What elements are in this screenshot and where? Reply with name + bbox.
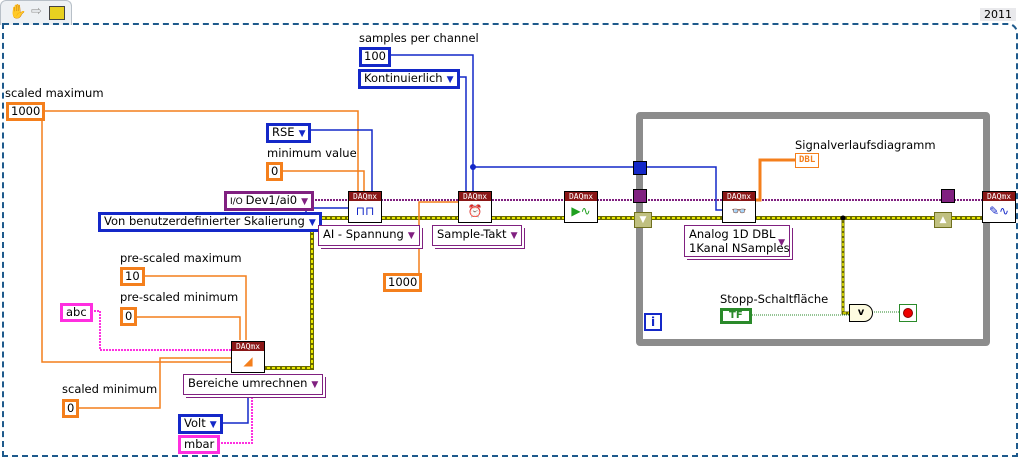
pre-scaled-minimum-label: pre-scaled minimum [120, 290, 239, 304]
version-label: 2011 [980, 8, 1016, 21]
daqmx-header: DAQmx [349, 192, 381, 201]
dropdown-arrow-icon: ▼ [301, 197, 309, 207]
daqmx-header: DAQmx [723, 192, 755, 201]
glasses-icon: 👓 [731, 204, 747, 218]
units-value: Von benutzerdefinierter Skalierung [104, 214, 305, 228]
daqmx-create-scale-vi[interactable]: DAQmx ◢ [231, 341, 265, 373]
waveform-chart-indicator[interactable]: DBL [795, 153, 820, 168]
linear-scale-icon: ◢ [243, 354, 253, 368]
dropdown-arrow-icon: ▼ [778, 238, 785, 248]
pre-scaled-minimum-constant[interactable]: 0 [120, 307, 138, 326]
pre-scaled-maximum-label: pre-scaled maximum [120, 251, 242, 265]
samples-branch-wire [473, 166, 724, 211]
loop-tunnel-samples [633, 161, 647, 175]
daqmx-header: DAQmx [983, 192, 1015, 201]
physical-channel-value: Dev1/ai0 [245, 193, 298, 207]
units-ring[interactable]: Von benutzerdefinierter Skalierung▼ [98, 212, 322, 232]
dropdown-arrow-icon: ▼ [446, 75, 454, 85]
daqmx-header: DAQmx [565, 192, 597, 201]
daqmx-header: DAQmx [232, 342, 264, 351]
dropdown-arrow-icon: ▼ [308, 218, 316, 228]
rate-constant[interactable]: 1000 [383, 273, 423, 292]
toolbar-tab: ✋ ⇨ [0, 0, 72, 25]
dropdown-arrow-icon: ▼ [407, 231, 415, 241]
samples-wire [382, 54, 474, 192]
start-icon: ▶∿ [571, 204, 591, 218]
loop-tunnel-task-in [633, 189, 647, 203]
timing-selector-value: Sample-Takt [437, 227, 507, 241]
daqmx-timing-vi[interactable]: DAQmx ⏰ [458, 191, 492, 223]
scaled-minimum-constant[interactable]: 0 [62, 399, 80, 418]
read-selector-line1: Analog 1D DBL [689, 227, 776, 241]
daqmx-read-vi[interactable]: DAQmx 👓 [722, 191, 756, 223]
waveform-chart-label: Signalverlaufsdiagramm [795, 138, 936, 152]
volt-wire [218, 390, 249, 424]
min-value-wire [280, 170, 365, 192]
pre-scaled-units-value: Volt [184, 416, 206, 430]
block-diagram-frame [2, 23, 1018, 457]
pre-scaled-units-ring[interactable]: Volt▼ [178, 414, 223, 434]
dropdown-arrow-icon: ▼ [311, 380, 319, 390]
samples-per-channel-label: samples per channel [359, 31, 479, 45]
read-selector-line2: 1Kanal NSamples [689, 241, 790, 255]
scaled-min-wire [74, 357, 232, 409]
hand-tool-icon[interactable]: ✋ [9, 4, 27, 20]
minimum-value-constant[interactable]: 0 [266, 162, 284, 181]
chart-wire [756, 158, 795, 202]
daqmx-create-channel-vi[interactable]: DAQmx ⊓⊓ [348, 191, 382, 223]
scaled-minimum-label: scaled minimum [62, 382, 158, 396]
samples-per-channel-constant[interactable]: 100 [359, 47, 391, 67]
scaled-maximum-label: scaled maximum [5, 86, 104, 100]
timing-selector[interactable]: Sample-Takt▼ [432, 225, 523, 246]
scaled-max-wire [38, 110, 359, 192]
create-channel-selector[interactable]: AI - Spannung▼ [318, 225, 420, 246]
loop-condition-stop-icon[interactable] [899, 304, 917, 322]
scale-selector-value: Bereiche umrechnen [188, 376, 308, 390]
daqmx-header: DAQmx [459, 192, 491, 201]
dropdown-arrow-icon: ▼ [510, 231, 518, 241]
labview-icon [49, 6, 65, 20]
pre-scaled-maximum-constant[interactable]: 10 [120, 267, 145, 286]
daqmx-start-task-vi[interactable]: DAQmx ▶∿ [564, 191, 598, 223]
daqmx-clear-task-vi[interactable]: DAQmx ✎∿ [982, 191, 1016, 223]
scale-selector[interactable]: Bereiche umrechnen▼ [183, 374, 324, 395]
rse-wire [303, 129, 373, 192]
terminal-config-value: RSE [272, 125, 295, 139]
minimum-value-label: minimum value [267, 146, 357, 160]
sample-mode-ring[interactable]: Kontinuierlich▼ [358, 69, 460, 89]
io-channel-icon: I/O [230, 197, 246, 207]
read-selector[interactable]: Analog 1D DBL 1Kanal NSamples ▼ [684, 225, 790, 257]
terminal-config-ring[interactable]: RSE▼ [266, 123, 312, 143]
eraser-icon: ✎∿ [988, 204, 1010, 218]
prescaled-max-wire [139, 275, 247, 340]
clock-icon: ⏰ [467, 204, 483, 218]
scaled-maximum-constant[interactable]: 1000 [6, 102, 46, 121]
run-arrow-icon[interactable]: ⇨ [31, 4, 42, 19]
stop-button-label: Stopp-Schaltfläche [720, 292, 829, 306]
stop-button-terminal[interactable]: TF [720, 308, 752, 324]
sample-mode-value: Kontinuierlich [364, 71, 443, 85]
shift-register-left: ▼ [634, 212, 652, 228]
mode-wire [451, 76, 467, 192]
physical-channel-constant[interactable]: I/O Dev1/ai0▼ [224, 191, 315, 211]
dropdown-arrow-icon: ▼ [209, 420, 217, 430]
loop-tunnel-task-out [941, 189, 955, 203]
scale-name-wire [88, 310, 232, 351]
iteration-terminal: i [644, 313, 662, 331]
shift-register-right: ▲ [934, 212, 952, 228]
scale-name-constant[interactable]: abc [60, 303, 93, 322]
dropdown-arrow-icon: ▼ [298, 129, 306, 139]
while-loop[interactable] [636, 112, 990, 346]
create-channel-icon: ⊓⊓ [355, 204, 375, 218]
scaled-units-constant[interactable]: mbar [178, 435, 221, 454]
prescaled-min-wire [133, 316, 241, 340]
create-channel-selector-value: AI - Spannung [323, 227, 404, 241]
mbar-wire [215, 390, 253, 444]
or-function: v [849, 304, 873, 322]
